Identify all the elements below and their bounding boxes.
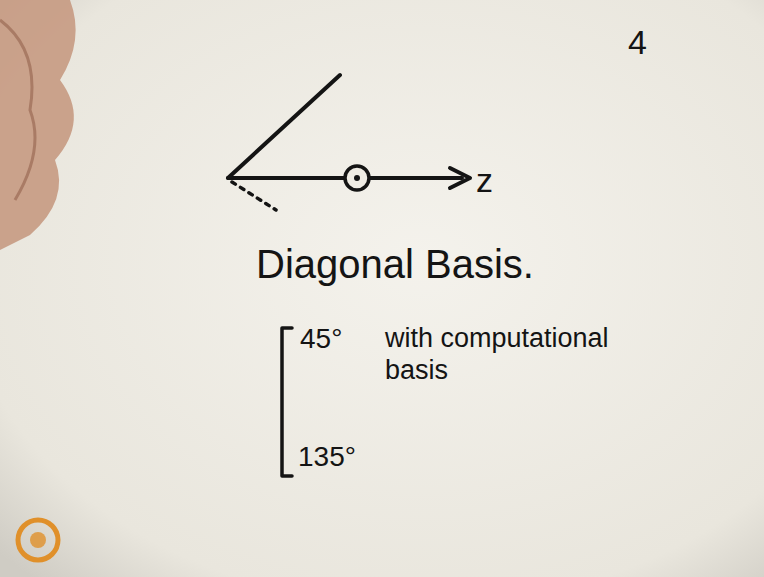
out-of-plane-symbol (345, 166, 369, 190)
bracket (282, 328, 292, 476)
heading: Diagonal Basis. (256, 240, 534, 288)
hand-shade (0, 20, 35, 200)
diagonal-line (228, 75, 340, 178)
arrow-head (450, 168, 470, 188)
note-text: with computational basis (385, 322, 660, 387)
dotted-line (232, 182, 276, 210)
out-of-plane-dot (354, 175, 360, 181)
axis-label: z (476, 160, 493, 201)
logo (18, 520, 58, 560)
logo-center (30, 532, 46, 548)
angle-label: 45° (300, 322, 342, 356)
hand (0, 0, 76, 250)
angle-label: 135° (298, 440, 356, 474)
page-number: 4 (628, 22, 647, 63)
